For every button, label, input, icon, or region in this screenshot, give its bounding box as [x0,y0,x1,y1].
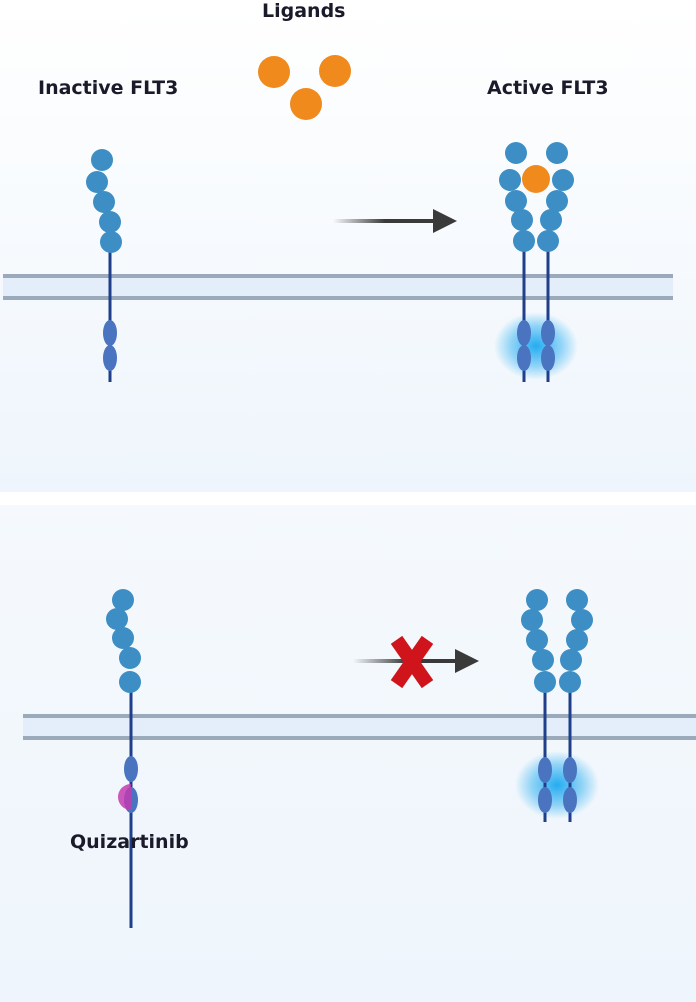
extracellular-domain [559,671,581,693]
extracellular-domain [106,608,128,630]
membrane-inner-layer [23,736,696,740]
extracellular-domain [93,191,115,213]
extracellular-domain [546,190,568,212]
extracellular-domain [532,649,554,671]
extracellular-domain [537,230,559,252]
membrane-outer-layer [23,714,696,718]
arrow-shaft [333,219,437,223]
free-ligand [319,55,351,87]
active-flt3-right-chain [537,142,574,382]
kinase-domain [563,757,577,783]
extracellular-domain [499,169,521,191]
extracellular-domain [112,589,134,611]
blocked-x-icon [390,635,434,689]
active-flt3-left-chain [499,142,535,382]
kinase-domain [517,345,531,371]
inactive-flt3-label: Inactive FLT3 [38,77,179,99]
bottom-panel [0,505,696,1002]
kinase-domain [563,787,577,813]
extracellular-domain [112,627,134,649]
x-stroke [390,635,434,689]
kinase-domain [103,345,117,371]
flt3-right-chain-bottom [559,589,593,822]
extracellular-domain [546,142,568,164]
ligands-label: Ligands [262,0,346,22]
kinase-domain [538,757,552,783]
extracellular-domain [511,209,533,231]
extracellular-domain [505,142,527,164]
extracellular-domain [571,609,593,631]
kinase-domain [541,345,555,371]
extracellular-domain [534,671,556,693]
bound-ligand [522,165,550,193]
extracellular-domain [100,231,122,253]
flt3-left-chain-bottom [521,589,556,822]
kinase-domain [541,320,555,346]
extracellular-domain [119,671,141,693]
membrane-core [23,716,696,738]
extracellular-domain [566,629,588,651]
extracellular-domain [526,589,548,611]
extracellular-domain [526,629,548,651]
extracellular-domain [552,169,574,191]
extracellular-domain [505,190,527,212]
quizartinib-molecule [118,784,131,810]
kinase-domain [124,756,138,782]
extracellular-domain [119,647,141,669]
quizartinib-label: Quizartinib [70,831,189,853]
extracellular-domain [560,649,582,671]
extracellular-domain [513,230,535,252]
kinase-domain [517,320,531,346]
activation-arrow [333,209,457,233]
activation-glow [515,751,599,819]
activation-glow [494,312,578,380]
membrane-outer-layer [3,274,673,278]
extracellular-domain [91,149,113,171]
extracellular-domain [540,209,562,231]
extracellular-domain [521,609,543,631]
cell-membrane-top [3,274,673,300]
arrow-head [433,209,457,233]
extracellular-domain [86,171,108,193]
membrane-core [3,276,673,298]
inactive-flt3-receptor [86,149,122,382]
kinase-domain [103,320,117,346]
kinase-domain [538,787,552,813]
arrow-head [455,649,479,673]
membrane-inner-layer [3,296,673,300]
cell-membrane-bottom [23,714,696,740]
extracellular-domain [566,589,588,611]
active-flt3-label: Active FLT3 [487,77,609,99]
free-ligand [290,88,322,120]
free-ligand [258,56,290,88]
extracellular-domain [99,211,121,233]
